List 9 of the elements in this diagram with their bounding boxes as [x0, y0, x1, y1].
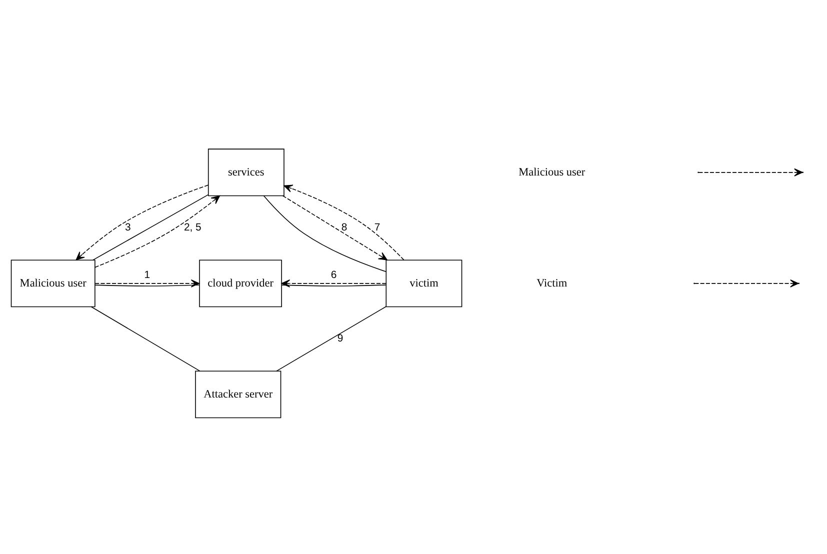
edge-label: 2, 5 [184, 222, 202, 234]
edge-label: 1 [144, 270, 150, 282]
edge-label: 7 [374, 222, 380, 234]
edge-label: 6 [330, 270, 337, 282]
legend-label: Victim [536, 277, 568, 290]
edge-label: 9 [337, 334, 344, 345]
edge-label: 3 [125, 222, 131, 234]
legend-label: Malicious user [518, 166, 586, 178]
edge-label: 8 [341, 222, 348, 234]
